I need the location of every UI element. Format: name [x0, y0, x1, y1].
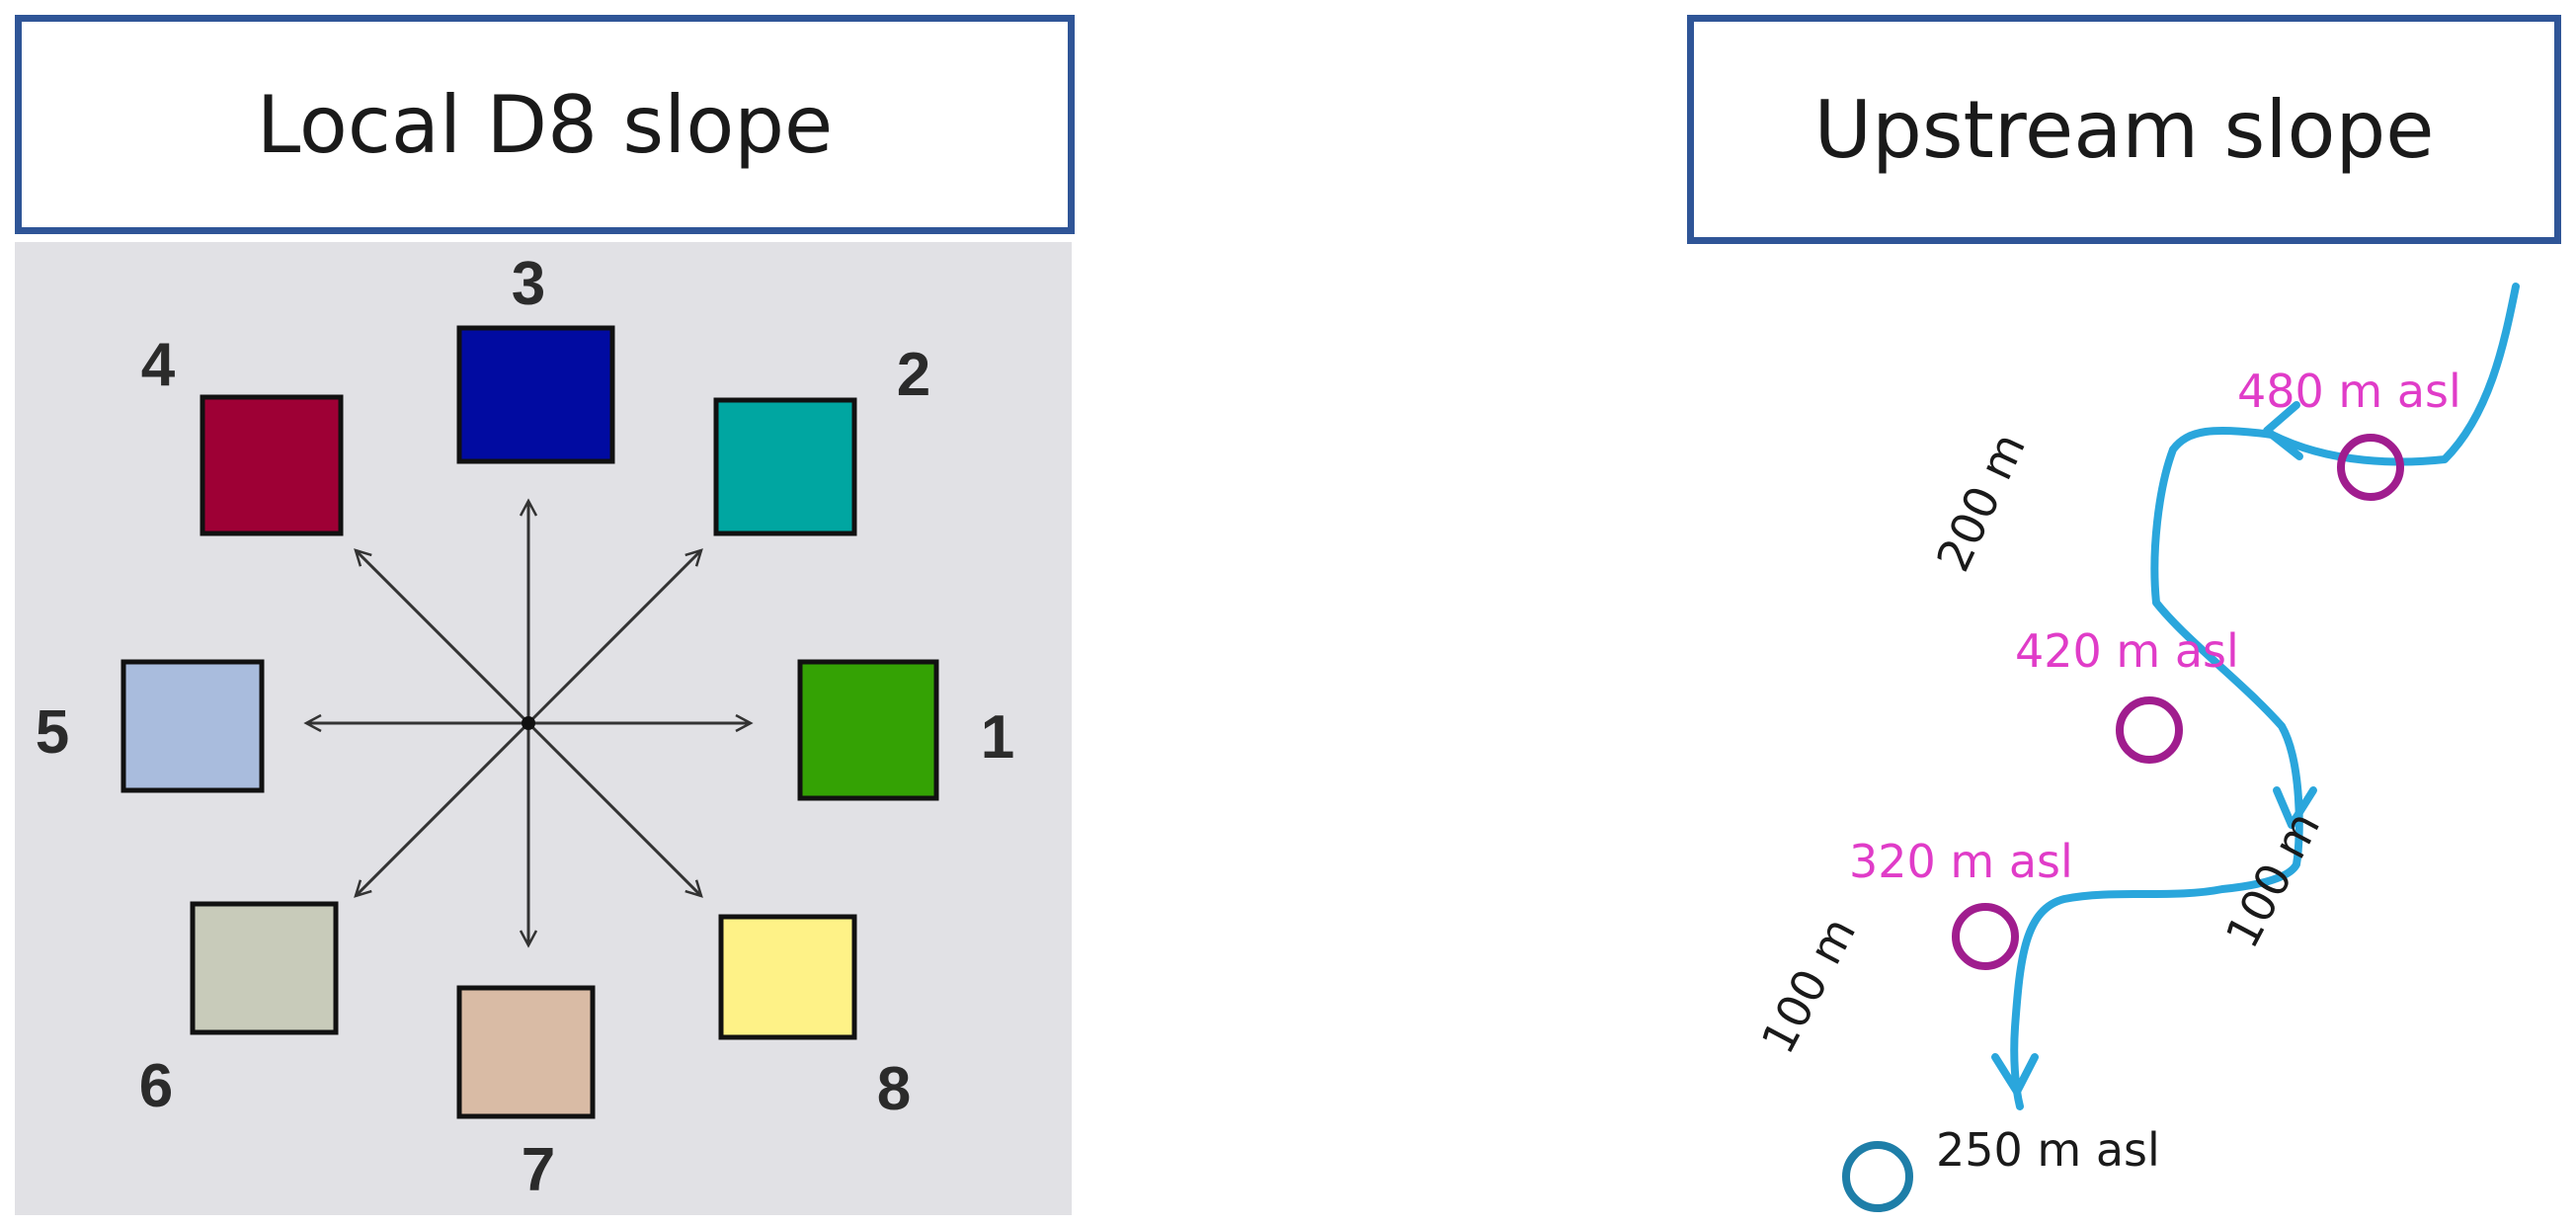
direction-1-swatch: [797, 659, 939, 801]
point-lower-middle: [1952, 903, 2019, 970]
direction-1-label: 1: [981, 703, 1014, 772]
arrow-northwest: [354, 548, 530, 725]
flow-arrow-bottom: [1991, 1053, 2039, 1096]
direction-7-label: 7: [522, 1136, 555, 1204]
direction-7-swatch: [456, 985, 596, 1119]
upstream-slope-title-text: Upstream slope: [1813, 83, 2435, 176]
direction-2-swatch: [713, 397, 857, 536]
direction-4-label: 4: [141, 331, 176, 399]
center-dot: [522, 716, 535, 730]
direction-5-label: 5: [36, 698, 69, 767]
flow-arrow-middle: [2273, 786, 2317, 829]
local-d8-slope-title-text: Local D8 slope: [256, 78, 834, 171]
d8-direction-panel: 1 2 3 4 5 6 7 8: [15, 242, 1072, 1215]
segment-length-middle: 100 m: [2214, 803, 2330, 956]
direction-6-swatch: [190, 901, 339, 1035]
direction-3-swatch: [456, 325, 615, 464]
outlet-point: [1842, 1141, 1913, 1212]
arrow-northeast: [526, 548, 703, 725]
segment-length-top: 200 m: [1926, 425, 2036, 579]
arrow-southeast: [526, 721, 703, 898]
direction-8-swatch: [718, 914, 857, 1040]
elevation-label-lower-middle: 320 m asl: [1849, 835, 2073, 888]
d8-direction-diagram: 1 2 3 4 5 6 7 8: [36, 250, 1014, 1204]
upstream-stream-diagram: 480 m asl 420 m asl 320 m asl 250 m asl …: [1750, 283, 2520, 1212]
direction-2-label: 2: [897, 341, 930, 409]
point-top: [2337, 434, 2404, 501]
elevation-label-outlet: 250 m asl: [1936, 1123, 2160, 1177]
local-d8-slope-title: Local D8 slope: [15, 15, 1075, 234]
elevation-label-upper-middle: 420 m asl: [2015, 624, 2239, 678]
direction-5-swatch: [121, 659, 265, 793]
direction-4-swatch: [200, 394, 344, 536]
direction-6-label: 6: [139, 1052, 173, 1120]
segment-length-bottom: 100 m: [1750, 909, 1866, 1062]
point-upper-middle: [2116, 696, 2183, 764]
stream-line: [2010, 283, 2520, 1110]
direction-3-label: 3: [512, 250, 545, 318]
arrow-southwest: [354, 721, 530, 898]
upstream-slope-title: Upstream slope: [1687, 15, 2561, 244]
elevation-label-top: 480 m asl: [2237, 365, 2461, 418]
flow-arrow-top: [2263, 401, 2303, 460]
direction-8-label: 8: [877, 1055, 911, 1123]
